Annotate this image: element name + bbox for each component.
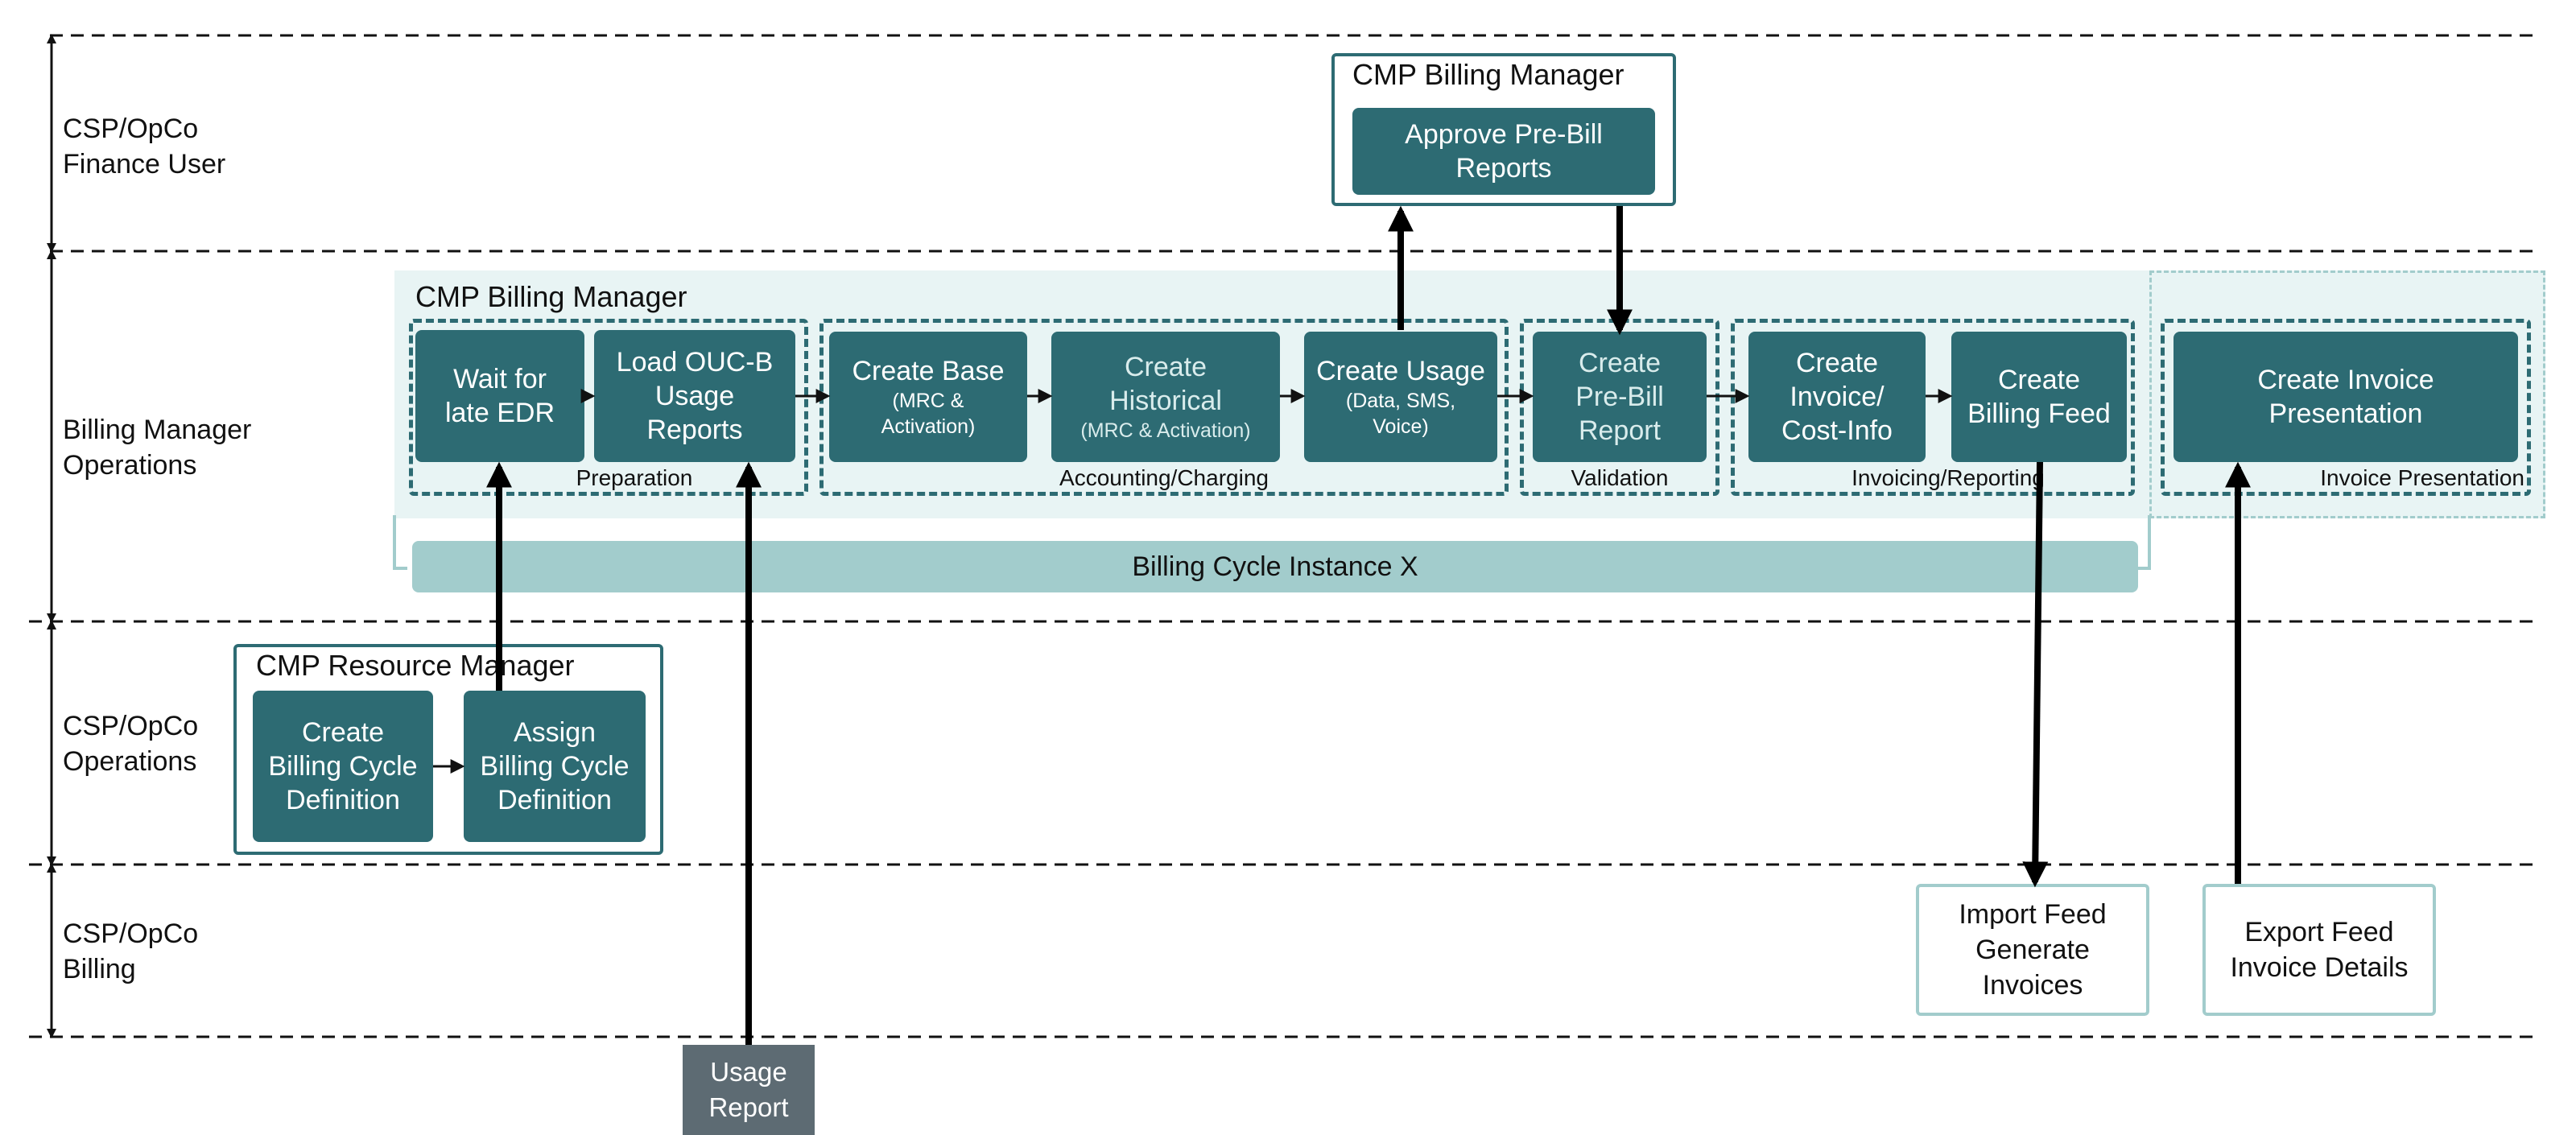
create-historical-step[interactable]: Create Historical (MRC & Activation) bbox=[1051, 332, 1280, 462]
stage-label-invoice-presentation: Invoice Presentation bbox=[2320, 465, 2524, 490]
create-base-label: Create Base bbox=[852, 356, 1005, 386]
stage-label-preparation: Preparation bbox=[576, 465, 693, 490]
create-invoice-cost-info-step[interactable]: Create Invoice/ Cost-Info bbox=[1748, 332, 1926, 462]
usage-report-box: Usage Report bbox=[683, 1045, 815, 1135]
billing-cycle-instance-bar: Billing Cycle Instance X bbox=[412, 541, 2138, 592]
instance-bracket bbox=[393, 515, 407, 570]
stage-label-validation: Validation bbox=[1571, 465, 1669, 490]
arrow-feed-to-import bbox=[2022, 461, 2049, 888]
assign-billing-cycle-definition-step[interactable]: Assign Billing Cycle Definition bbox=[464, 691, 646, 842]
create-base-sublabel: (MRC & Activation) bbox=[881, 390, 976, 438]
export-feed-box: Export Feed Invoice Details bbox=[2202, 884, 2436, 1016]
lane-label-csp-operations: CSP/OpCo Operations bbox=[63, 711, 199, 777]
create-base-step[interactable]: Create Base (MRC & Activation) bbox=[829, 332, 1027, 462]
finance-billing-manager-title: CMP Billing Manager bbox=[1352, 58, 1624, 91]
create-billing-feed-step[interactable]: Create Billing Feed bbox=[1951, 332, 2127, 462]
stage-preparation bbox=[409, 319, 808, 496]
lane-label-finance-user: CSP/OpCo Finance User bbox=[63, 114, 226, 180]
create-usage-step[interactable]: Create Usage (Data, SMS, Voice) bbox=[1304, 332, 1497, 462]
resource-manager-title: CMP Resource Manager bbox=[256, 649, 575, 682]
stage-invoice-presentation bbox=[2161, 319, 2531, 496]
stage-invoicing-reporting bbox=[1731, 319, 2135, 496]
approve-pre-bill-reports-step[interactable]: Approve Pre-Bill Reports bbox=[1352, 108, 1655, 195]
wait-late-edr-step[interactable]: Wait for late EDR bbox=[415, 330, 584, 462]
stage-label-invoicing: Invoicing/Reporting bbox=[1852, 465, 2045, 490]
load-ouc-b-usage-reports-step[interactable]: Load OUC-B Usage Reports bbox=[594, 330, 795, 462]
stage-label-accounting: Accounting/Charging bbox=[1059, 465, 1269, 490]
stage-accounting-charging bbox=[819, 319, 1509, 496]
create-usage-label: Create Usage bbox=[1316, 356, 1485, 386]
create-invoice-presentation-step[interactable]: Create Invoice Presentation bbox=[2174, 332, 2518, 462]
billing-manager-title: CMP Billing Manager bbox=[415, 280, 687, 313]
create-pre-bill-report-step[interactable]: Create Pre-Bill Report bbox=[1533, 332, 1707, 462]
create-billing-cycle-definition-step[interactable]: Create Billing Cycle Definition bbox=[253, 691, 433, 842]
create-historical-label: Create Historical bbox=[1109, 352, 1222, 416]
create-historical-sublabel: (MRC & Activation) bbox=[1080, 419, 1251, 442]
create-usage-sublabel: (Data, SMS, Voice) bbox=[1345, 390, 1456, 438]
instance-bracket bbox=[2136, 515, 2151, 570]
lane-label-csp-billing: CSP/OpCo Billing bbox=[63, 918, 199, 984]
lane-label-billing-manager-operations: Billing Manager Operations bbox=[63, 415, 252, 481]
